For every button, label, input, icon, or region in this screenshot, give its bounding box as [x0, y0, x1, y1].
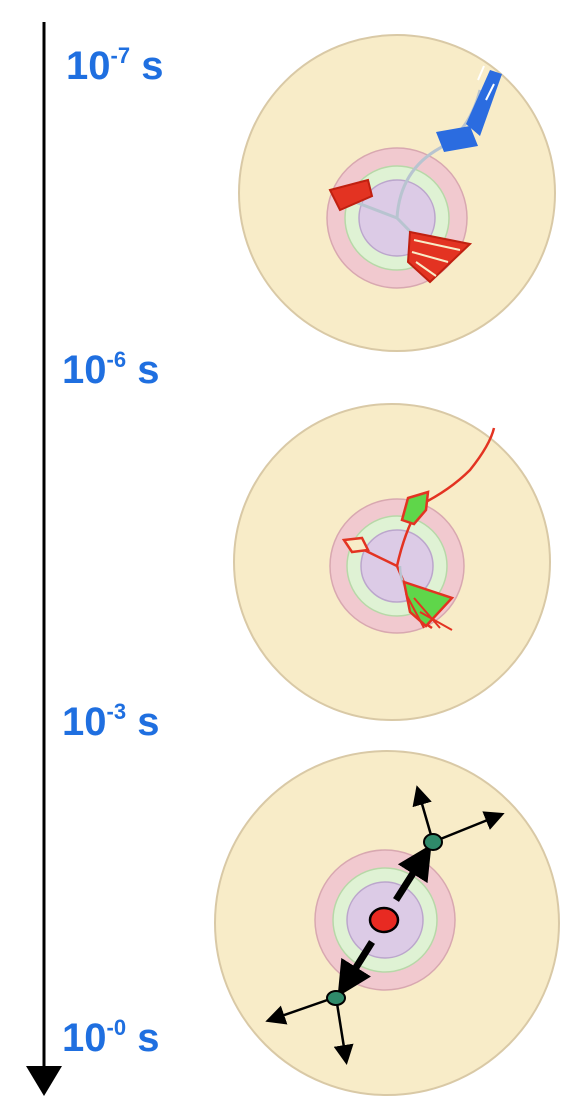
- time-label-1e-7: 10-7 s: [66, 43, 164, 88]
- time-axis: [26, 22, 62, 1096]
- panel-diffusion-stage: [214, 750, 560, 1096]
- time-label-1e-0: 10-0 s: [62, 1015, 160, 1060]
- time-label-1e-6: 10-6 s: [62, 347, 160, 392]
- radical-diffusion-icon: [265, 785, 505, 1065]
- axis-arrowhead-icon: [26, 1066, 62, 1096]
- radical-reaction-icon: [341, 427, 496, 631]
- nucleus-icon: [368, 906, 400, 934]
- panel-physical-stage: [238, 34, 556, 352]
- particle-icon: [423, 833, 443, 851]
- time-label-1e-3: 10-3 s: [62, 699, 160, 744]
- panel-chemical-stage: [233, 403, 551, 721]
- ionization-tracks-icon: [328, 65, 502, 284]
- particle-icon: [326, 990, 346, 1006]
